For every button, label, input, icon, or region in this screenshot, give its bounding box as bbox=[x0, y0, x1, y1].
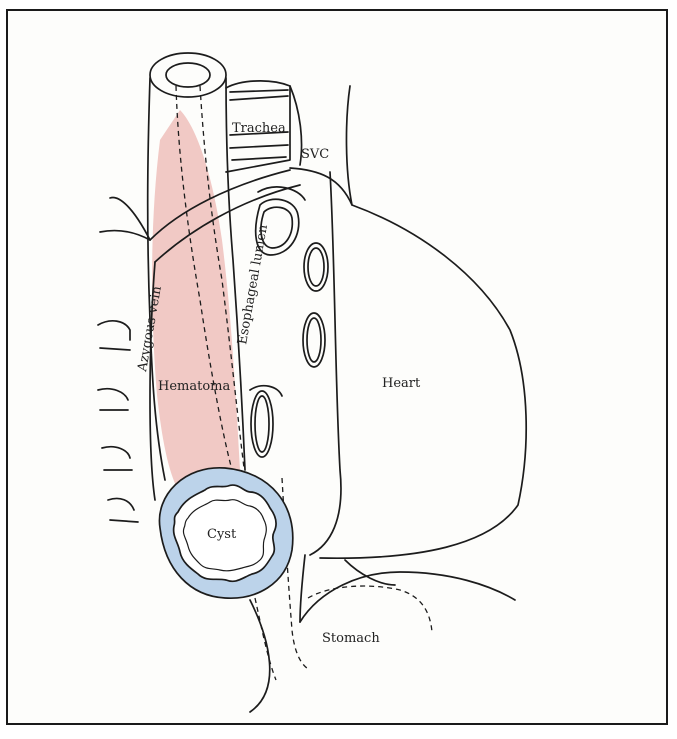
label-cyst: Cyst bbox=[207, 527, 237, 542]
stomach bbox=[250, 555, 515, 712]
label-heart: Heart bbox=[382, 376, 421, 391]
label-svc: SVC bbox=[301, 147, 329, 162]
label-hematoma: Hematoma bbox=[158, 379, 230, 394]
label-trachea: Trachea bbox=[232, 121, 286, 136]
label-esophageal-lumen: Esophageal lumen bbox=[235, 223, 271, 346]
label-stomach: Stomach bbox=[322, 631, 380, 646]
